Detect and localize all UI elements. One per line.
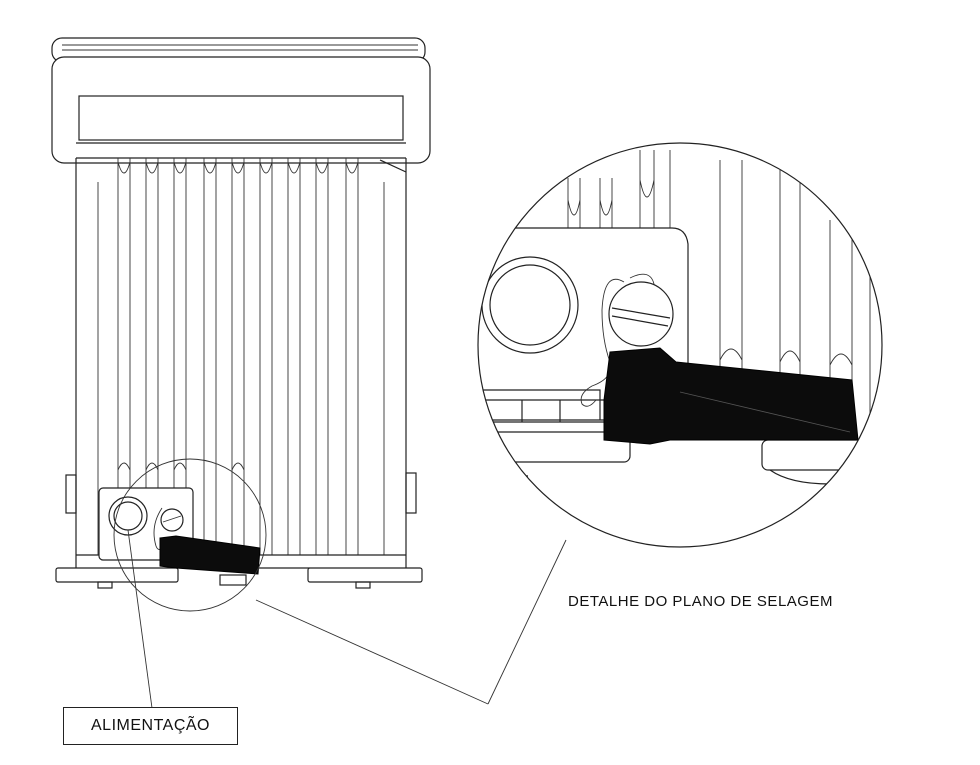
heat-sink-fins (97, 158, 385, 555)
detail-caption: DETALHE DO PLANO DE SELAGEM (568, 593, 833, 610)
supply-pointer-line (127, 529, 153, 709)
device-body (51, 37, 431, 589)
seal-highlight (679, 391, 851, 433)
detail-marker-circle (113, 458, 267, 612)
seal-lead-large (603, 347, 859, 445)
supply-label: ALIMENTAÇÃO (63, 707, 238, 745)
detail-circle-outline (477, 142, 883, 548)
seal-lead-small (159, 535, 261, 575)
detail-leader-lines (255, 539, 567, 705)
